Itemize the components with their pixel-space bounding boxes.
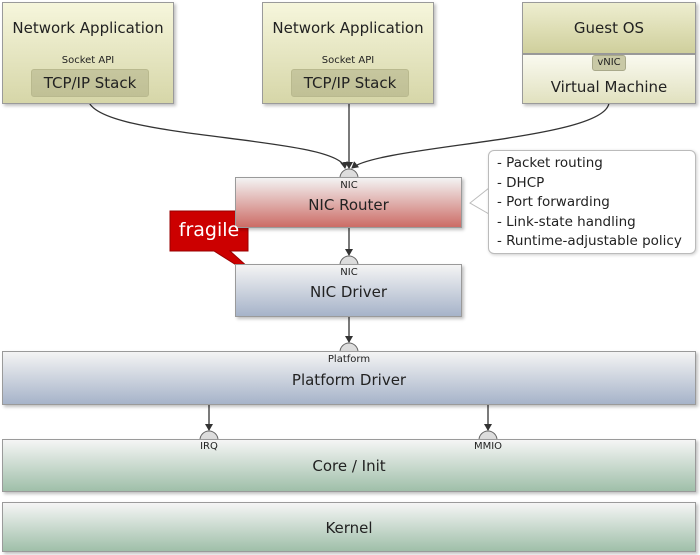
virtual-machine-box: Virtual Machine bbox=[522, 54, 696, 104]
kernel-title: Kernel bbox=[325, 519, 373, 537]
irq-port-label: IRQ bbox=[200, 441, 218, 452]
platform-port-label: Platform bbox=[327, 354, 371, 365]
fragile-label: fragile bbox=[178, 219, 240, 241]
feature-item: - Runtime-adjustable policy bbox=[497, 233, 682, 249]
core-init-box: Core / Init bbox=[2, 439, 696, 492]
nic-router-box: NIC Router bbox=[235, 177, 462, 228]
port-platform bbox=[339, 342, 359, 353]
guest-os-title: Guest OS bbox=[573, 19, 645, 37]
nic-driver-box: NIC Driver bbox=[235, 264, 462, 317]
nic-router-title: NIC Router bbox=[308, 196, 389, 214]
feature-item: - DHCP bbox=[497, 174, 545, 191]
mmio-port-label: MMIO bbox=[473, 441, 503, 452]
port-core-mmio bbox=[478, 430, 498, 441]
feature-item: - Packet routing bbox=[497, 155, 603, 171]
app-title: Network Application bbox=[12, 19, 164, 37]
socket-api-label: Socket API bbox=[61, 55, 115, 66]
feature-item: - Link-state handling bbox=[497, 213, 636, 230]
port-core-irq bbox=[199, 430, 219, 441]
virtual-machine-title: Virtual Machine bbox=[550, 78, 668, 96]
feature-item: - Port forwarding bbox=[497, 194, 610, 210]
driver-nic-port-label: NIC bbox=[340, 267, 358, 278]
network-application-box-1: Network Application Socket API TCP/IP St… bbox=[2, 2, 174, 104]
port-driver-nic bbox=[339, 255, 359, 266]
tcpip-stack-box: TCP/IP Stack bbox=[31, 69, 149, 97]
tcpip-stack-box: TCP/IP Stack bbox=[291, 69, 409, 97]
features-callout-pointer bbox=[469, 187, 490, 215]
kernel-box: Kernel bbox=[2, 502, 696, 552]
platform-driver-box: Platform Driver bbox=[2, 351, 696, 405]
socket-api-label: Socket API bbox=[321, 55, 375, 66]
nic-driver-title: NIC Driver bbox=[309, 283, 388, 301]
network-application-box-2: Network Application Socket API TCP/IP St… bbox=[262, 2, 434, 104]
core-init-title: Core / Init bbox=[312, 457, 386, 475]
edge-vm-router bbox=[351, 101, 610, 169]
edge-app1-router bbox=[87, 97, 349, 169]
router-nic-port-label: NIC bbox=[340, 180, 358, 191]
app-title: Network Application bbox=[272, 19, 424, 37]
nic-router-features-list: - Packet routing - DHCP - Port forwardin… bbox=[488, 150, 696, 254]
port-router-nic bbox=[339, 168, 359, 179]
vnic-port: vNIC bbox=[592, 55, 626, 71]
guest-os-box: Guest OS bbox=[522, 2, 696, 54]
platform-driver-title: Platform Driver bbox=[291, 371, 407, 389]
